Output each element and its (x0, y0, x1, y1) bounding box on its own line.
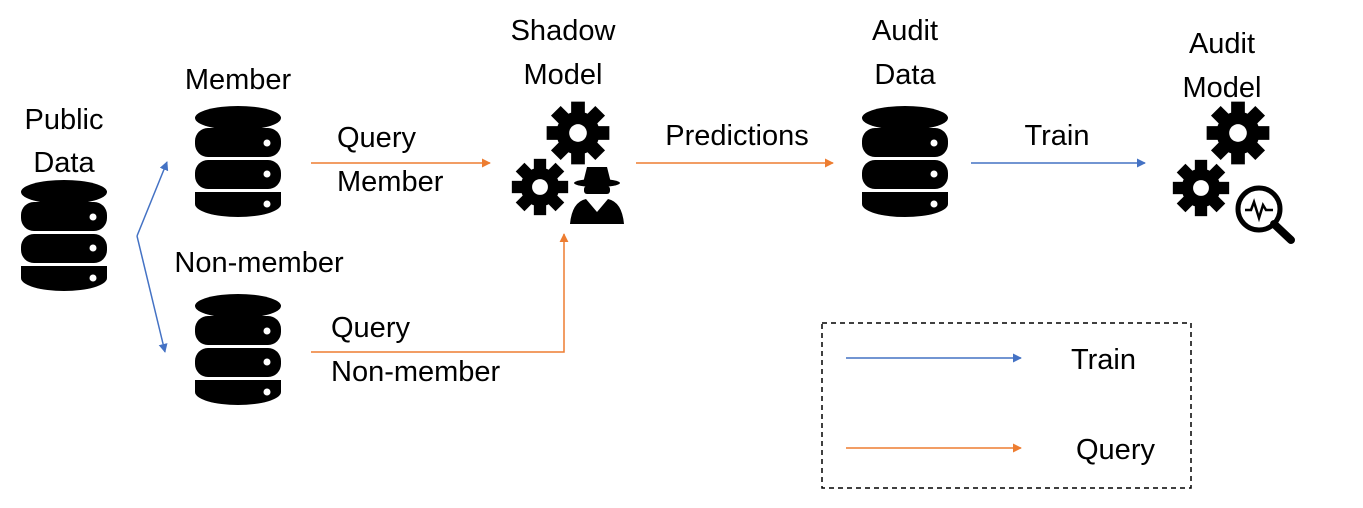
legend-train-label: Train (1071, 344, 1136, 376)
query-member-label-line1: Query (337, 122, 416, 154)
legend-query-label: Query (1076, 434, 1155, 466)
split-arrows (136, 161, 169, 353)
audit-data-database-icon (862, 106, 948, 217)
public-data-label-line1: Public (25, 104, 104, 136)
non-member-label: Non-member (174, 247, 344, 279)
audit-gear-icon-top (1206, 101, 1270, 165)
audit-model-icon (1172, 101, 1295, 244)
shadow-model-label-line1: Shadow (511, 15, 617, 47)
magnifier-icon (1235, 185, 1295, 244)
shadow-model-icon (511, 101, 624, 224)
audit-data-label-line2: Data (874, 59, 936, 91)
query-non-member-label-line1: Query (331, 312, 410, 344)
predictions-label: Predictions (665, 120, 808, 152)
public-data-label-line2: Data (33, 147, 95, 179)
non-member-database-icon (195, 294, 281, 405)
legend-box (821, 322, 1192, 489)
query-non-member-label-line2: Non-member (331, 356, 501, 388)
member-label: Member (185, 64, 292, 96)
train-label: Train (1025, 120, 1090, 152)
legend: Train Query (821, 322, 1192, 489)
shadow-model-label-line2: Model (524, 59, 603, 91)
shadow-gear-icon-bottom (511, 158, 569, 216)
audit-model-label-line1: Audit (1189, 28, 1255, 60)
query-non-member-arrow (311, 233, 569, 353)
public-data-database-icon (21, 180, 107, 291)
audit-model-label-line2: Model (1183, 72, 1262, 104)
query-member-label-line2: Member (337, 166, 444, 198)
shadow-gear-icon-top (546, 101, 610, 165)
audit-gear-icon-bottom (1172, 159, 1230, 217)
audit-data-label-line1: Audit (872, 15, 938, 47)
spy-icon (570, 167, 624, 224)
member-database-icon (195, 106, 281, 217)
